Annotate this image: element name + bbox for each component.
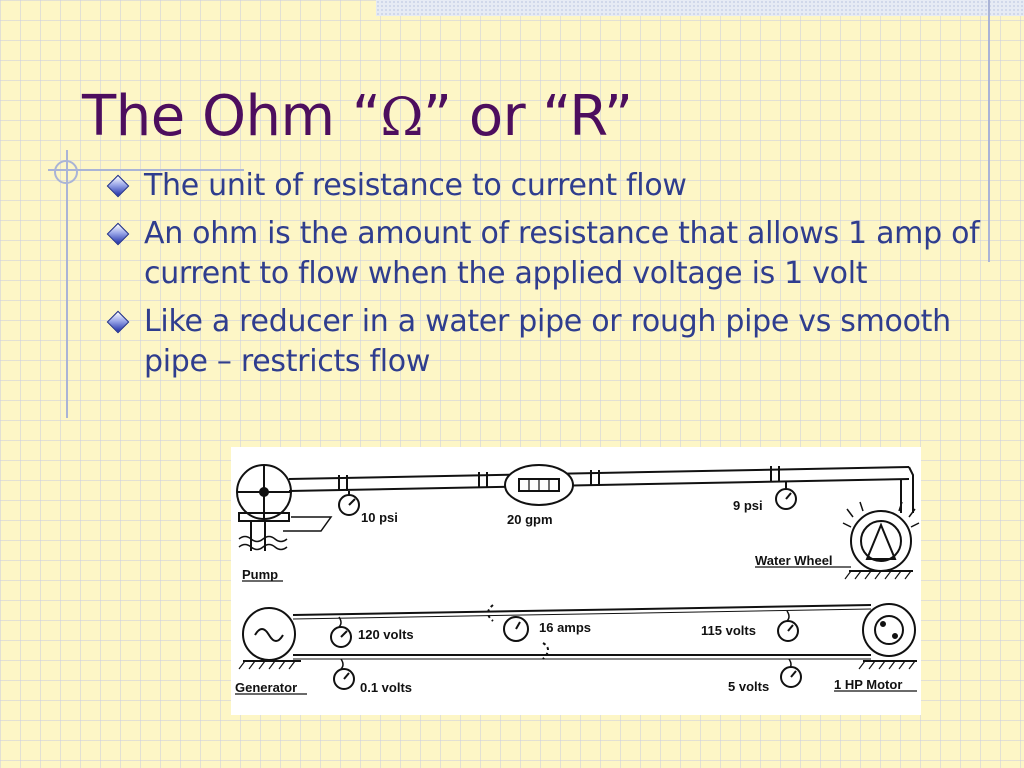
voltage-top-right-label: 115 volts [701, 623, 756, 638]
right-guide-line [988, 0, 990, 262]
corner-circle-decoration [54, 160, 78, 184]
left-guide-line [66, 150, 68, 418]
pressure-out-label: 9 psi [733, 498, 763, 513]
bullet-item: An ohm is the amount of resistance that … [106, 214, 998, 294]
water-pipe [288, 466, 914, 513]
generator-icon [238, 607, 301, 670]
voltage-top-left-label: 120 volts [358, 627, 414, 642]
ammeter-icon [487, 604, 549, 660]
pressure-in-label: 10 psi [361, 510, 398, 525]
bullet-item: The unit of resistance to current flow [106, 166, 998, 206]
bullet-text: An ohm is the amount of resistance that … [144, 216, 980, 291]
bullet-list: The unit of resistance to current flow A… [106, 166, 998, 390]
top-decoration-band [376, 0, 1024, 16]
voltage-bottom-right-label: 5 volts [728, 679, 769, 694]
omega-symbol: Ω [380, 88, 424, 148]
voltmeter-top-left-icon [330, 616, 352, 648]
slide-title: The Ohm “Ω” or “R” [82, 84, 633, 149]
voltmeter-bottom-left-icon [333, 658, 355, 690]
water-wheel-icon [842, 501, 920, 580]
motor-icon [858, 603, 917, 670]
voltmeter-top-right-icon [777, 610, 799, 642]
pressure-gauge-out-icon [775, 481, 797, 510]
water-electric-analogy-diagram: Pump 10 psi 20 gpm 9 psi Water Wheel 120… [231, 447, 921, 715]
title-suffix: ” or “R” [423, 84, 633, 149]
generator-label: Generator [235, 680, 297, 695]
bullet-text: Like a reducer in a water pipe or rough … [144, 304, 951, 379]
motor-label: 1 HP Motor [834, 677, 902, 692]
voltage-bottom-left-label: 0.1 volts [360, 680, 412, 695]
bullet-item: Like a reducer in a water pipe or rough … [106, 302, 998, 382]
flow-meter-icon [504, 464, 574, 506]
pressure-gauge-in-icon [338, 491, 360, 516]
water-wheel-label: Water Wheel [755, 553, 833, 568]
pump-icon [236, 464, 333, 551]
voltmeter-bottom-right-icon [780, 658, 802, 688]
diamond-bullet-icon [106, 222, 130, 246]
flow-rate-label: 20 gpm [507, 512, 553, 527]
bullet-text: The unit of resistance to current flow [144, 168, 687, 203]
pump-label: Pump [242, 567, 278, 582]
title-underline [48, 169, 244, 171]
diamond-bullet-icon [106, 310, 130, 334]
electric-wires [292, 604, 872, 660]
current-label: 16 amps [539, 620, 591, 635]
title-prefix: The Ohm “ [82, 84, 381, 149]
diamond-bullet-icon [106, 174, 130, 198]
